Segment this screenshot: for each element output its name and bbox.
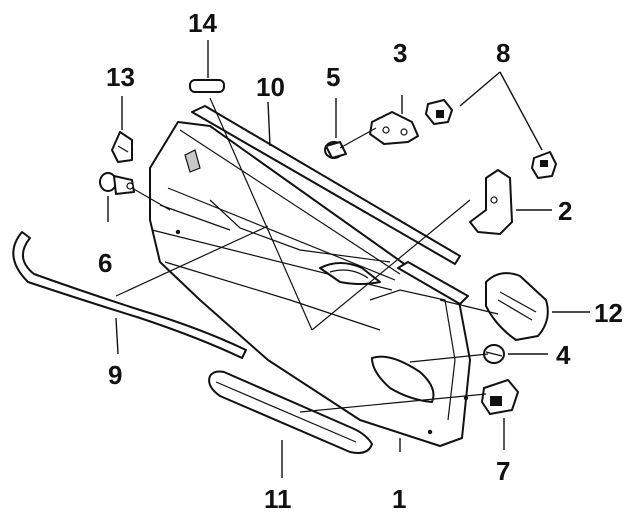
bracket-3 (369, 111, 419, 145)
callout-2: 2 (558, 196, 572, 226)
callout-3: 3 (393, 38, 407, 68)
inner-handle-bezel (485, 272, 549, 341)
callout-7: 7 (496, 456, 510, 486)
armrest-pad (208, 370, 373, 454)
leader-lines (107, 40, 590, 478)
callout-4: 4 (556, 340, 571, 370)
bracket-2 (469, 169, 513, 235)
clip-8b (531, 151, 557, 179)
belt-weatherstrip (191, 105, 469, 305)
callout-9: 9 (108, 360, 122, 390)
seal-strip (12, 231, 247, 359)
clip-14 (189, 79, 225, 93)
clip-8a (425, 99, 453, 125)
socket-7 (481, 379, 519, 415)
push-retainer-6 (99, 172, 135, 195)
callout-14: 14 (188, 8, 217, 38)
callout-13: 13 (106, 62, 135, 92)
callout-1: 1 (392, 484, 406, 514)
callout-10: 10 (256, 72, 285, 102)
cap-13 (111, 131, 133, 163)
callout-5: 5 (326, 62, 340, 92)
callout-12: 12 (594, 298, 623, 328)
callout-6: 6 (98, 248, 112, 278)
callout-labels: 1 2 3 4 5 6 7 8 9 10 11 12 13 14 (98, 8, 623, 514)
callout-8: 8 (496, 38, 510, 68)
clip-5 (324, 141, 347, 159)
callout-11: 11 (264, 484, 292, 514)
